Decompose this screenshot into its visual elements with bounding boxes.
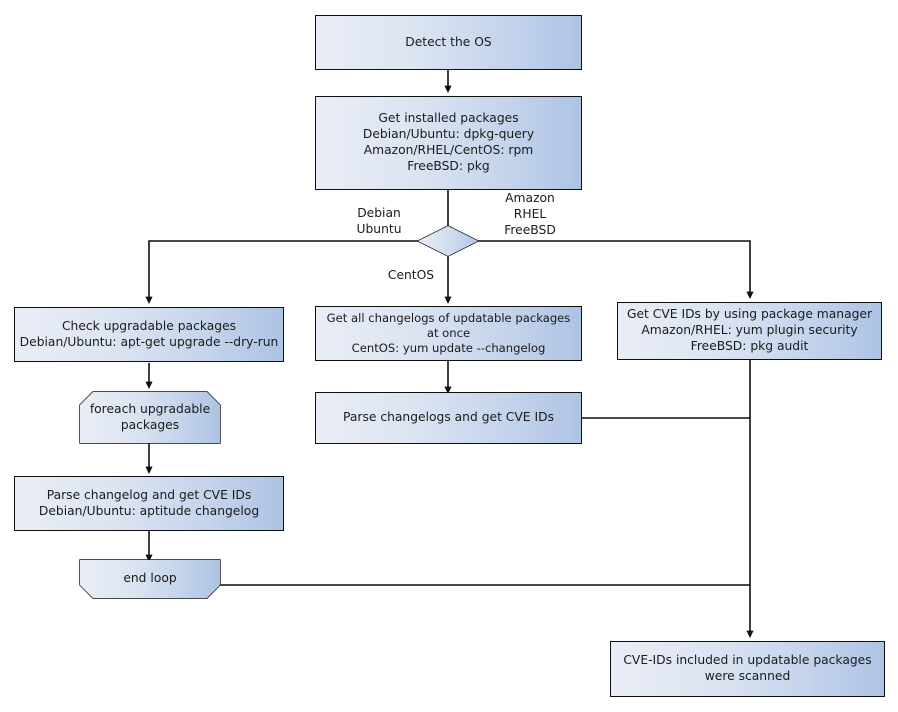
edge-decision-to-check <box>145 240 418 304</box>
node-get-all-changelogs[interactable]: Get all changelogs of updatable packages… <box>315 306 582 361</box>
node-end-loop-label: end loop <box>123 571 177 585</box>
node-get-installed-packages[interactable]: Get installed packages Debian/Ubuntu: dp… <box>315 96 582 190</box>
node-end-loop[interactable]: end loop <box>80 560 220 598</box>
edge-label-amazon-rhel-freebsd: Amazon RHEL FreeBSD <box>504 191 556 237</box>
node-parse-changelog-aptitude-label: Parse changelog and get CVE IDs Debian/U… <box>38 487 260 518</box>
node-check-upgradable-packages-label: Check upgradable packages Debian/Ubuntu:… <box>19 318 279 349</box>
node-foreach-loop-start[interactable]: foreach upgradable packages <box>80 392 220 443</box>
node-parse-changelogs[interactable]: Parse changelogs and get CVE IDs <box>315 392 582 444</box>
node-parse-changelog-aptitude[interactable]: Parse changelog and get CVE IDs Debian/U… <box>14 476 284 531</box>
node-scanned-result[interactable]: CVE-IDs included in updatable packages w… <box>610 641 885 697</box>
edge-label-debian-ubuntu: Debian Ubuntu <box>356 206 402 236</box>
edge-decision-to-pkgmgr <box>478 240 754 299</box>
edge-label-centos: CentOS <box>387 268 435 282</box>
node-get-installed-packages-label: Get installed packages Debian/Ubuntu: dp… <box>362 111 535 173</box>
node-detect-os-label: Detect the OS <box>405 34 492 49</box>
node-foreach-loop-start-label: foreach upgradable packages <box>89 401 211 432</box>
node-scanned-result-label: CVE-IDs included in updatable packages w… <box>623 653 872 683</box>
node-get-cve-ids-pkgmgr[interactable]: Get CVE IDs by using package manager Ama… <box>617 302 882 360</box>
node-parse-changelogs-label: Parse changelogs and get CVE IDs <box>343 410 554 424</box>
node-check-upgradable-packages[interactable]: Check upgradable packages Debian/Ubuntu:… <box>14 307 284 362</box>
node-detect-os[interactable]: Detect the OS <box>315 15 582 70</box>
node-get-cve-ids-pkgmgr-label: Get CVE IDs by using package manager Ama… <box>626 307 873 353</box>
node-get-all-changelogs-label: Get all changelogs of updatable packages… <box>326 310 571 356</box>
